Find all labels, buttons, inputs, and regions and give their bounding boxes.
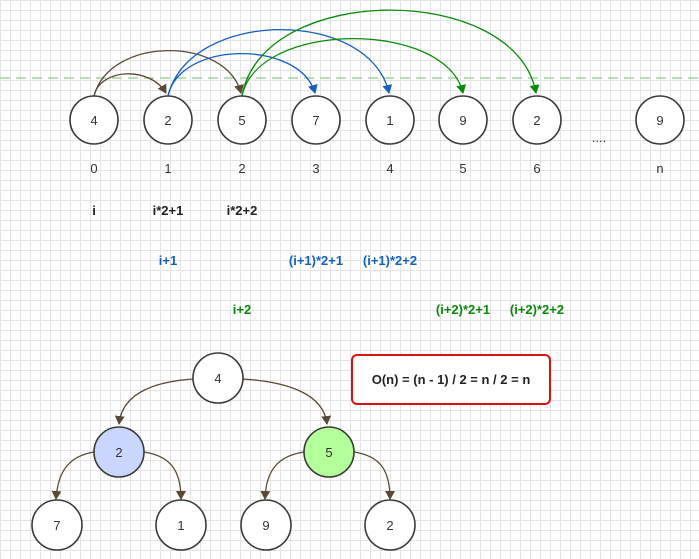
tree-node-right: 5	[303, 426, 355, 478]
array-node-3: 7	[291, 95, 341, 145]
index-label: 5	[459, 161, 466, 176]
arc-2-to-6	[241, 9, 540, 97]
array-node-5: 9	[438, 95, 488, 145]
svg-text:7: 7	[312, 113, 319, 128]
arc-1-to-4	[167, 29, 393, 97]
tree-node-right-left: 9	[240, 499, 292, 551]
tree-edge-right-right	[353, 451, 395, 500]
array-node-4: 1	[365, 95, 415, 145]
svg-text:5: 5	[325, 445, 332, 460]
index-label: 0	[90, 161, 97, 176]
formula-i-plus-1-right: (i+1)*2+2	[363, 253, 417, 268]
tree-edge-root-left	[114, 378, 194, 425]
index-label: n	[656, 161, 663, 176]
svg-text:1: 1	[386, 113, 393, 128]
svg-text:2: 2	[533, 113, 540, 128]
index-label: 4	[386, 161, 393, 176]
array-node-1: 2	[143, 95, 193, 145]
tree-edge-left-right	[143, 451, 186, 500]
array-node-0: 4	[69, 95, 119, 145]
svg-text:7: 7	[53, 518, 60, 533]
formula-i-plus-2-left: (i+2)*2+1	[436, 302, 490, 317]
svg-text:9: 9	[262, 518, 269, 533]
formula-right-child: i*2+2	[227, 203, 258, 218]
tree-node-right-right: 2	[364, 499, 416, 551]
arc-1-to-3	[167, 52, 318, 97]
arc-0-to-2	[93, 49, 244, 97]
array-node-n: 9	[635, 95, 685, 145]
tree-node-root: 4	[192, 352, 244, 404]
index-label: 2	[238, 161, 245, 176]
array-node-2: 5	[217, 95, 267, 145]
formula-i-plus-2-right: (i+2)*2+2	[510, 302, 564, 317]
formula-i: i	[92, 203, 96, 218]
tree-edge-right-left	[260, 451, 305, 500]
array-node-6: 2	[512, 95, 562, 145]
formula-i-plus-1-left: (i+1)*2+1	[289, 253, 343, 268]
svg-text:1: 1	[177, 518, 184, 533]
tree-node-left-left: 7	[31, 499, 83, 551]
formula-i-plus-1: i+1	[159, 253, 177, 268]
array-ellipsis: ....	[592, 130, 606, 145]
index-label: 6	[533, 161, 540, 176]
svg-text:4: 4	[214, 371, 221, 386]
tree-edge-root-right	[242, 378, 332, 425]
formula-i-plus-2: i+2	[233, 302, 251, 317]
svg-text:9: 9	[656, 113, 663, 128]
svg-text:2: 2	[386, 518, 393, 533]
index-label: 1	[164, 161, 171, 176]
svg-text:4: 4	[90, 113, 97, 128]
tree-node-left-right: 1	[155, 499, 207, 551]
svg-text:5: 5	[238, 113, 245, 128]
index-label: 3	[312, 161, 319, 176]
svg-text:2: 2	[115, 445, 122, 460]
svg-text:9: 9	[459, 113, 466, 128]
svg-text:2: 2	[164, 113, 171, 128]
arc-2-to-5	[241, 38, 467, 97]
svg-text:O(n) = (n - 1) / 2 = n / 2 = n: O(n) = (n - 1) / 2 = n / 2 = n	[372, 372, 531, 387]
formula-left-child: i*2+1	[153, 203, 184, 218]
tree-edge-left-left	[51, 451, 95, 500]
tree-node-left: 2	[93, 426, 145, 478]
complexity-box: O(n) = (n - 1) / 2 = n / 2 = n	[351, 354, 551, 405]
